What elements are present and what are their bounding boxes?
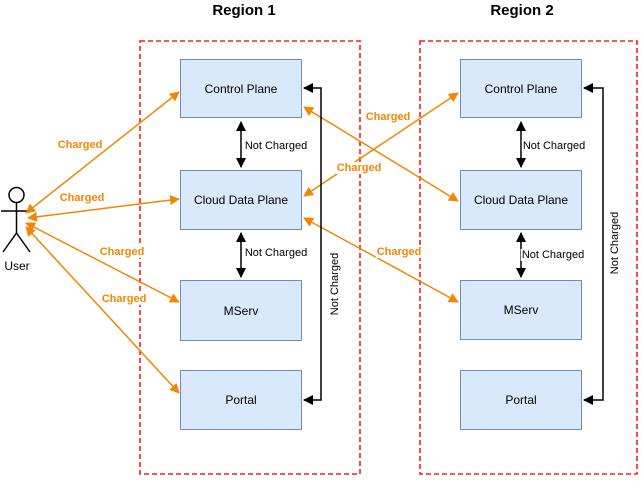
not-charged-label-r2-cdp-mserv: Not Charged (520, 248, 586, 262)
region2-title: Region 2 (490, 2, 554, 19)
region1-title: Region 1 (212, 2, 276, 19)
charged-arrows-user (25, 91, 180, 394)
region2-cloud-data-plane-node: Cloud Data Plane (460, 170, 582, 230)
charged-label-user-cdp1: Charged (58, 191, 106, 205)
not-charged-label-r2-cp-cdp: Not Charged (521, 139, 587, 153)
region1-control-plane-node: Control Plane (180, 59, 302, 118)
region1-cloud-data-plane-node: Cloud Data Plane (180, 170, 302, 230)
not-charged-arrows-region2 (516, 83, 604, 405)
charged-label-user-portal1: Charged (100, 292, 148, 306)
charged-label-user-mserv1: Charged (98, 245, 146, 259)
region2-mserv-node: MServ (460, 280, 582, 340)
user-actor-icon (1, 186, 32, 253)
charged-arrows-cross-region (303, 92, 459, 303)
not-charged-arrows-region1 (236, 83, 322, 405)
charged-label-cdp1-mserv2: Charged (375, 245, 423, 259)
not-charged-label-r1-cp-cdp: Not Charged (243, 139, 309, 153)
charged-label-cdp1-cp2: Charged (364, 110, 412, 124)
charged-label-cp1-cdp2: Charged (335, 161, 383, 175)
region2-portal-node: Portal (460, 370, 582, 430)
region1-mserv-node: MServ (180, 280, 302, 341)
not-charged-label-r1-cp-portal: Not Charged (328, 251, 342, 317)
charged-label-user-cp1: Charged (56, 138, 104, 152)
user-actor-label: User (4, 259, 30, 273)
not-charged-label-r2-cp-portal: Not Charged (608, 210, 622, 276)
not-charged-label-r1-cdp-mserv: Not Charged (243, 246, 309, 260)
region2-control-plane-node: Control Plane (460, 59, 582, 118)
region1-portal-node: Portal (180, 370, 302, 430)
